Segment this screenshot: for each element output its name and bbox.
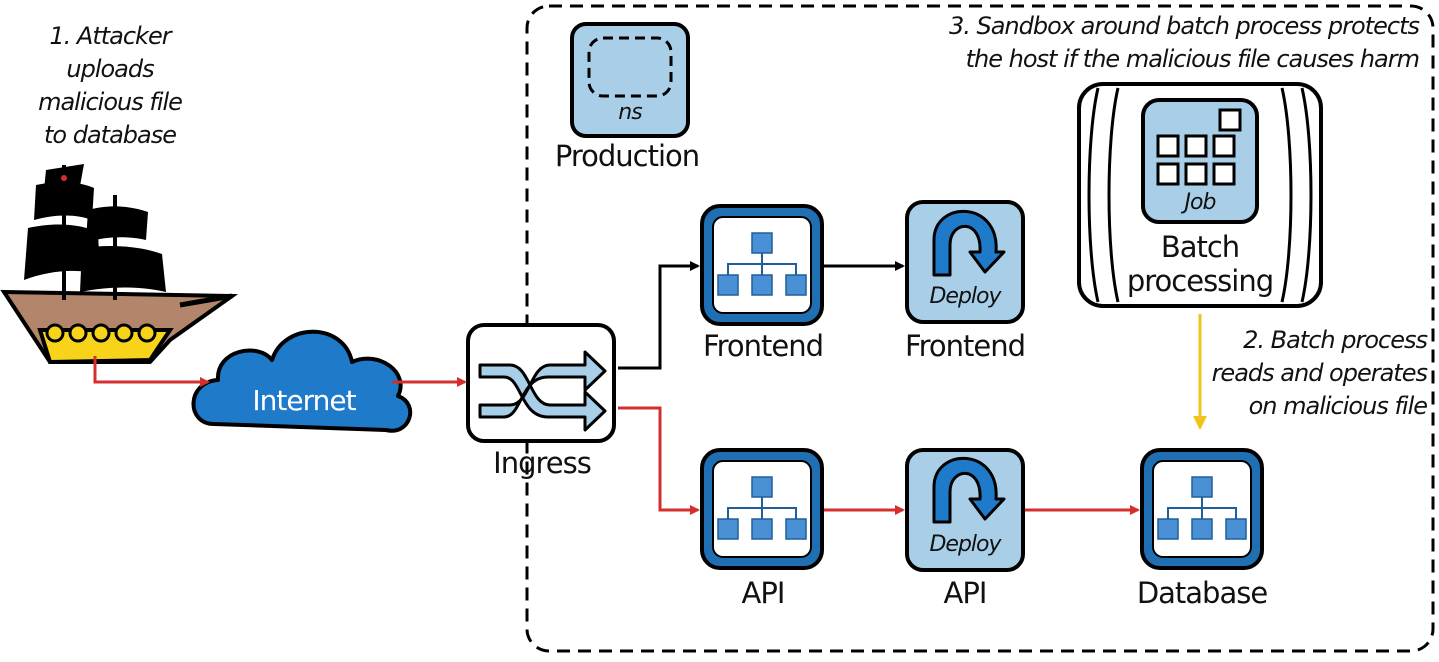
database-label: Database	[1136, 576, 1268, 610]
ingress-label: Ingress	[493, 446, 592, 480]
database-icon	[1140, 448, 1264, 570]
ingress-icon	[466, 323, 616, 443]
ingress-to-api-arrow	[618, 406, 700, 515]
api-service-icon	[700, 448, 824, 570]
frontend-service-icon	[700, 204, 824, 326]
ingress-to-frontend-arrow	[618, 261, 700, 370]
batch-read-annotation: 2. Batch process reads and operates on m…	[1211, 326, 1428, 420]
namespace-icon	[570, 22, 690, 138]
sandbox-annotation: 3. Sandbox around batch process protects…	[948, 12, 1420, 73]
namespace-icon-label: ns	[618, 100, 642, 125]
frontend-deploy-icon	[905, 200, 1025, 324]
internet-label: Internet	[252, 384, 356, 417]
frontend-service-label: Frontend	[703, 329, 824, 363]
frontend-deploy-icon-label: Deploy	[929, 284, 1001, 309]
frontend-deploy-label: Frontend	[905, 329, 1026, 363]
batch-processing-label-line1: Batch	[1160, 230, 1240, 264]
production-namespace-boundary	[525, 4, 1435, 653]
api-deploy-icon-label: Deploy	[929, 532, 1001, 557]
api-service-label: API	[741, 576, 786, 610]
pirate-ship-icon	[0, 164, 239, 365]
job-icon-label: Job	[1184, 190, 1217, 215]
api-deploy-label: API	[943, 576, 988, 610]
production-label: Production	[554, 139, 700, 173]
api-deploy-icon	[905, 448, 1025, 572]
job-icon	[1141, 98, 1259, 224]
batch-processing-label-line2: processing	[1126, 264, 1274, 298]
ship-to-internet-arrow	[93, 356, 210, 387]
attacker-annotation: 1. Attacker uploads malicious file to da…	[38, 22, 183, 149]
